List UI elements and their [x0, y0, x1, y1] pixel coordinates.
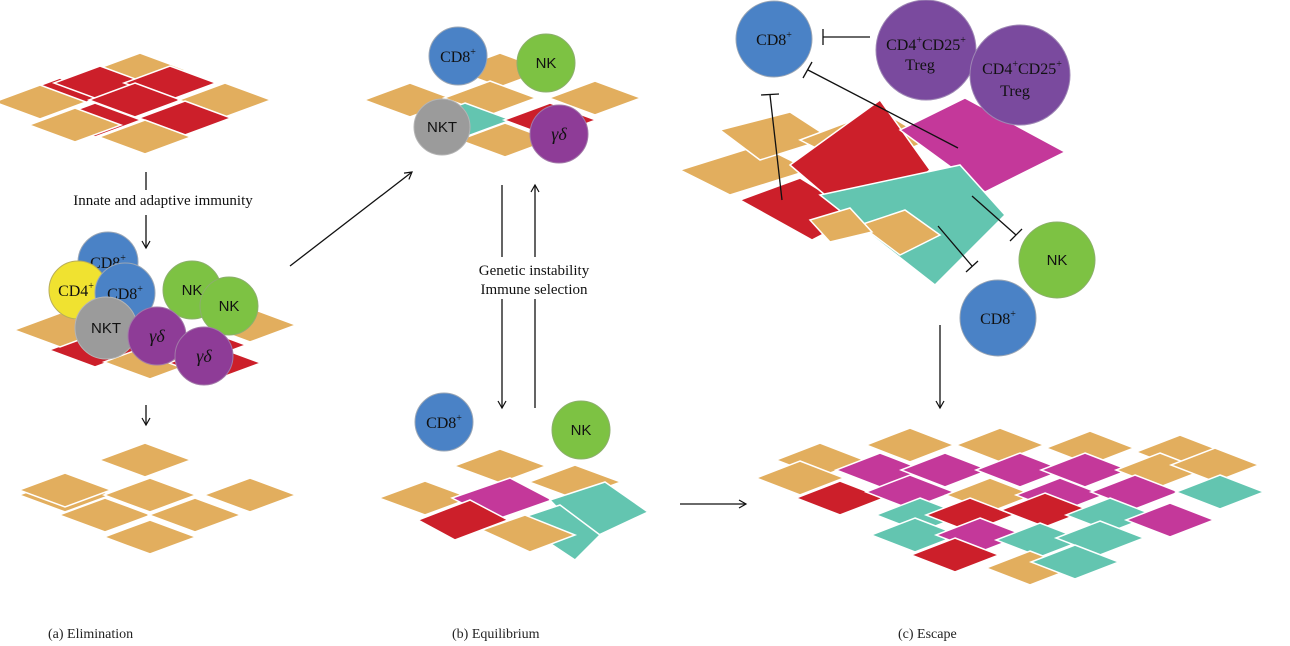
tissue-tile [1123, 502, 1217, 538]
nkt-label: NKT [427, 119, 457, 136]
tissue-c-bottom [753, 427, 1267, 586]
genetic-instability-label: Genetic instability [479, 263, 590, 279]
tumor-cell-tile [858, 209, 942, 256]
cd8-cell [959, 279, 1037, 357]
inhibit-bar [1009, 228, 1023, 242]
nk-cell [551, 400, 611, 460]
tumor-cell-tile [416, 499, 510, 541]
inhibit-line [807, 69, 959, 149]
tissue-tile [96, 442, 194, 478]
nk-label: NK [219, 298, 240, 315]
inhibit-line [769, 94, 783, 201]
nk-label: NK [536, 55, 557, 72]
tissue-tile [546, 80, 644, 116]
inhibit-bar [965, 260, 979, 273]
inhibit-line [971, 195, 1017, 236]
gamma-delta-label: γδ [149, 326, 165, 346]
nk-cell [1018, 221, 1096, 299]
tissue-tile [1028, 544, 1122, 580]
arrow-to-equilibrium [289, 171, 413, 267]
gamma-delta-label: γδ [551, 124, 567, 144]
treg-markers-label: CD4+CD25+ [982, 59, 1062, 78]
tumor-cell-tile [808, 207, 874, 243]
gamma-delta-label: γδ [196, 346, 212, 366]
nkt-cell [413, 98, 471, 156]
immune-cells-b: CD8+ NK NKT γδ [413, 26, 589, 164]
immune-selection-label: Immune selection [480, 282, 588, 298]
gamma-delta-cell [529, 104, 589, 164]
treg-cell [875, 0, 977, 101]
caption-elimination: (a) Elimination [48, 627, 133, 642]
tissue-tile [56, 497, 154, 533]
tissue-tile [908, 537, 1002, 573]
cd8-label: CD8+ [756, 30, 792, 49]
innate-adaptive-label: Innate and adaptive immunity [73, 193, 253, 209]
tissue-tile [146, 497, 244, 533]
panel-elimination: Innate and adaptive immunity CD8+ CD4+ C… [0, 52, 299, 642]
label-backdrop [460, 257, 610, 299]
panel-equilibrium: CD8+ NK NKT γδ Genetic instability Immun… [361, 26, 650, 642]
tissue-tile [898, 452, 992, 488]
caption-equilibrium: (b) Equilibrium [452, 627, 540, 642]
tumor-cell-tile [479, 514, 578, 553]
tissue-tile [1173, 474, 1267, 510]
tissue-tile [201, 477, 299, 513]
tissue-a-bottom [16, 442, 299, 555]
treg-label: Treg [905, 57, 935, 74]
treg-markers-label: CD4+CD25+ [886, 35, 966, 54]
panel-escape: CD8+ CD4+CD25+ Treg CD4+CD25+ Treg NK CD… [678, 0, 1267, 642]
tissue-a-top [0, 52, 274, 155]
tissue-tile [863, 427, 957, 463]
nkt-label: NKT [91, 320, 121, 337]
tissue-tile [26, 107, 124, 143]
gamma-delta-cell [174, 326, 234, 386]
treg-label: Treg [1000, 83, 1030, 100]
tissue-tile [16, 472, 114, 508]
caption-escape: (c) Escape [898, 627, 957, 642]
tissue-tile [376, 480, 474, 516]
tissue-tile [96, 119, 194, 155]
tissue-tile [0, 84, 89, 120]
tissue-tile [101, 519, 199, 555]
inhibit-bar [802, 61, 813, 79]
cd8-cell [414, 392, 474, 452]
nk-cell [199, 276, 259, 336]
tissue-tile [753, 460, 847, 496]
nk-label: NK [571, 422, 592, 439]
cd4-label: CD4+ [58, 281, 94, 300]
tissue-b-bottom [376, 448, 650, 561]
nk-label: NK [1047, 252, 1068, 269]
treg-cell [969, 24, 1071, 126]
tissue-tile [973, 452, 1067, 488]
cd8-cell [735, 0, 813, 78]
tissue-tile [101, 477, 199, 513]
cd8-label: CD8+ [980, 309, 1016, 328]
tissue-tile [451, 448, 549, 484]
tissue-tile [868, 517, 962, 553]
inhibit-line [937, 225, 973, 267]
inhibit-bar [760, 93, 780, 96]
tissue-c-top [678, 97, 1067, 286]
cd8-label: CD8+ [426, 413, 462, 432]
cd8-label: CD8+ [440, 47, 476, 66]
immune-cells-a: CD8+ CD4+ CD8+ NK NK NKT γδ γδ [48, 231, 259, 386]
nk-cell [516, 33, 576, 93]
cd8-cell [428, 26, 488, 86]
tissue-b-top [361, 52, 644, 158]
nk-label: NK [182, 282, 203, 299]
inhibition-lines [760, 29, 1023, 273]
